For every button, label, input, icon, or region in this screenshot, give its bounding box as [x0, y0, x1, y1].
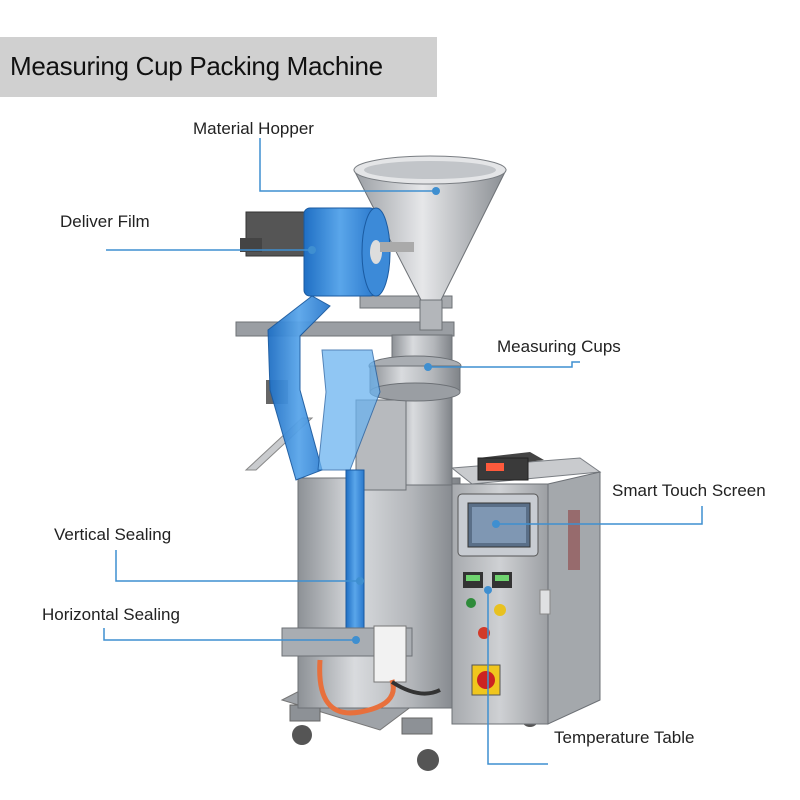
temperature-controller [477, 452, 544, 481]
title-banner: Measuring Cup Packing Machine [0, 37, 437, 97]
material-hopper [353, 155, 507, 331]
control-buttons [463, 572, 512, 696]
label-material-hopper: Material Hopper [193, 119, 314, 138]
wheel-icon [417, 749, 439, 771]
diagram-title: Measuring Cup Packing Machine [10, 51, 383, 81]
leader-touch-screen [496, 506, 703, 525]
label-deliver-film: Deliver Film [60, 212, 150, 231]
leader-material-hopper [259, 138, 436, 192]
sealing-unit [281, 625, 441, 716]
leader-temperature-table [487, 590, 548, 765]
film-path [267, 295, 381, 631]
measuring-cups [368, 355, 462, 402]
leader-vertical-sealing [115, 550, 360, 582]
label-horizontal-sealing: Horizontal Sealing [42, 605, 180, 624]
leader-measuring-cups [428, 361, 580, 368]
machine-body [297, 457, 602, 725]
film-roll [303, 207, 414, 297]
leader-horizontal-sealing [103, 628, 356, 641]
label-smart-touch-screen: Smart Touch Screen [612, 481, 766, 500]
leader-lines [103, 138, 703, 765]
label-measuring-cups: Measuring Cups [497, 337, 621, 356]
label-temperature-table: Temperature Table [554, 728, 695, 747]
label-vertical-sealing: Vertical Sealing [54, 525, 172, 544]
wheel-icon [292, 725, 312, 745]
